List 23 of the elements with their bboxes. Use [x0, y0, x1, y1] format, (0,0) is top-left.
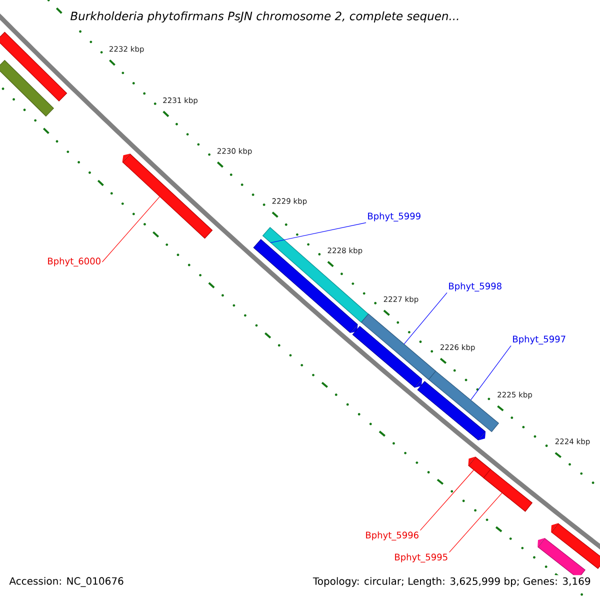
- gene-block: [262, 227, 369, 323]
- leader-line: [102, 196, 160, 262]
- info-text: Topology: circular; Length: 3,625,999 bp; Genes: 3,169: [310, 575, 593, 589]
- gene-block: [360, 314, 436, 380]
- gene-label: Bphyt_5996: [366, 532, 418, 540]
- title: Burkholderia phytofirmans PsJN chromosome 2, complete sequen...: [68, 9, 462, 25]
- gene-label: Bphyt_5997: [513, 336, 566, 344]
- leader-line: [270, 222, 366, 244]
- gene-label: Bphyt_5999: [368, 212, 420, 222]
- info-text: Accession: NC_010676: [7, 575, 126, 589]
- leader-line: [404, 292, 448, 344]
- gene-block: [483, 468, 533, 512]
- gene-block: [352, 326, 422, 388]
- gene-block: [551, 523, 600, 569]
- gene-block: [417, 380, 486, 440]
- gene-label: Bphyt_6000: [48, 258, 100, 266]
- leader-line: [470, 345, 512, 400]
- leader-line: [448, 492, 502, 553]
- gene-label: Bphyt_5995: [395, 554, 448, 562]
- gene-block: [0, 32, 68, 102]
- gene-label: Bphyt_5998: [449, 282, 502, 292]
- gene-block: [122, 154, 213, 239]
- leader-line: [420, 470, 474, 531]
